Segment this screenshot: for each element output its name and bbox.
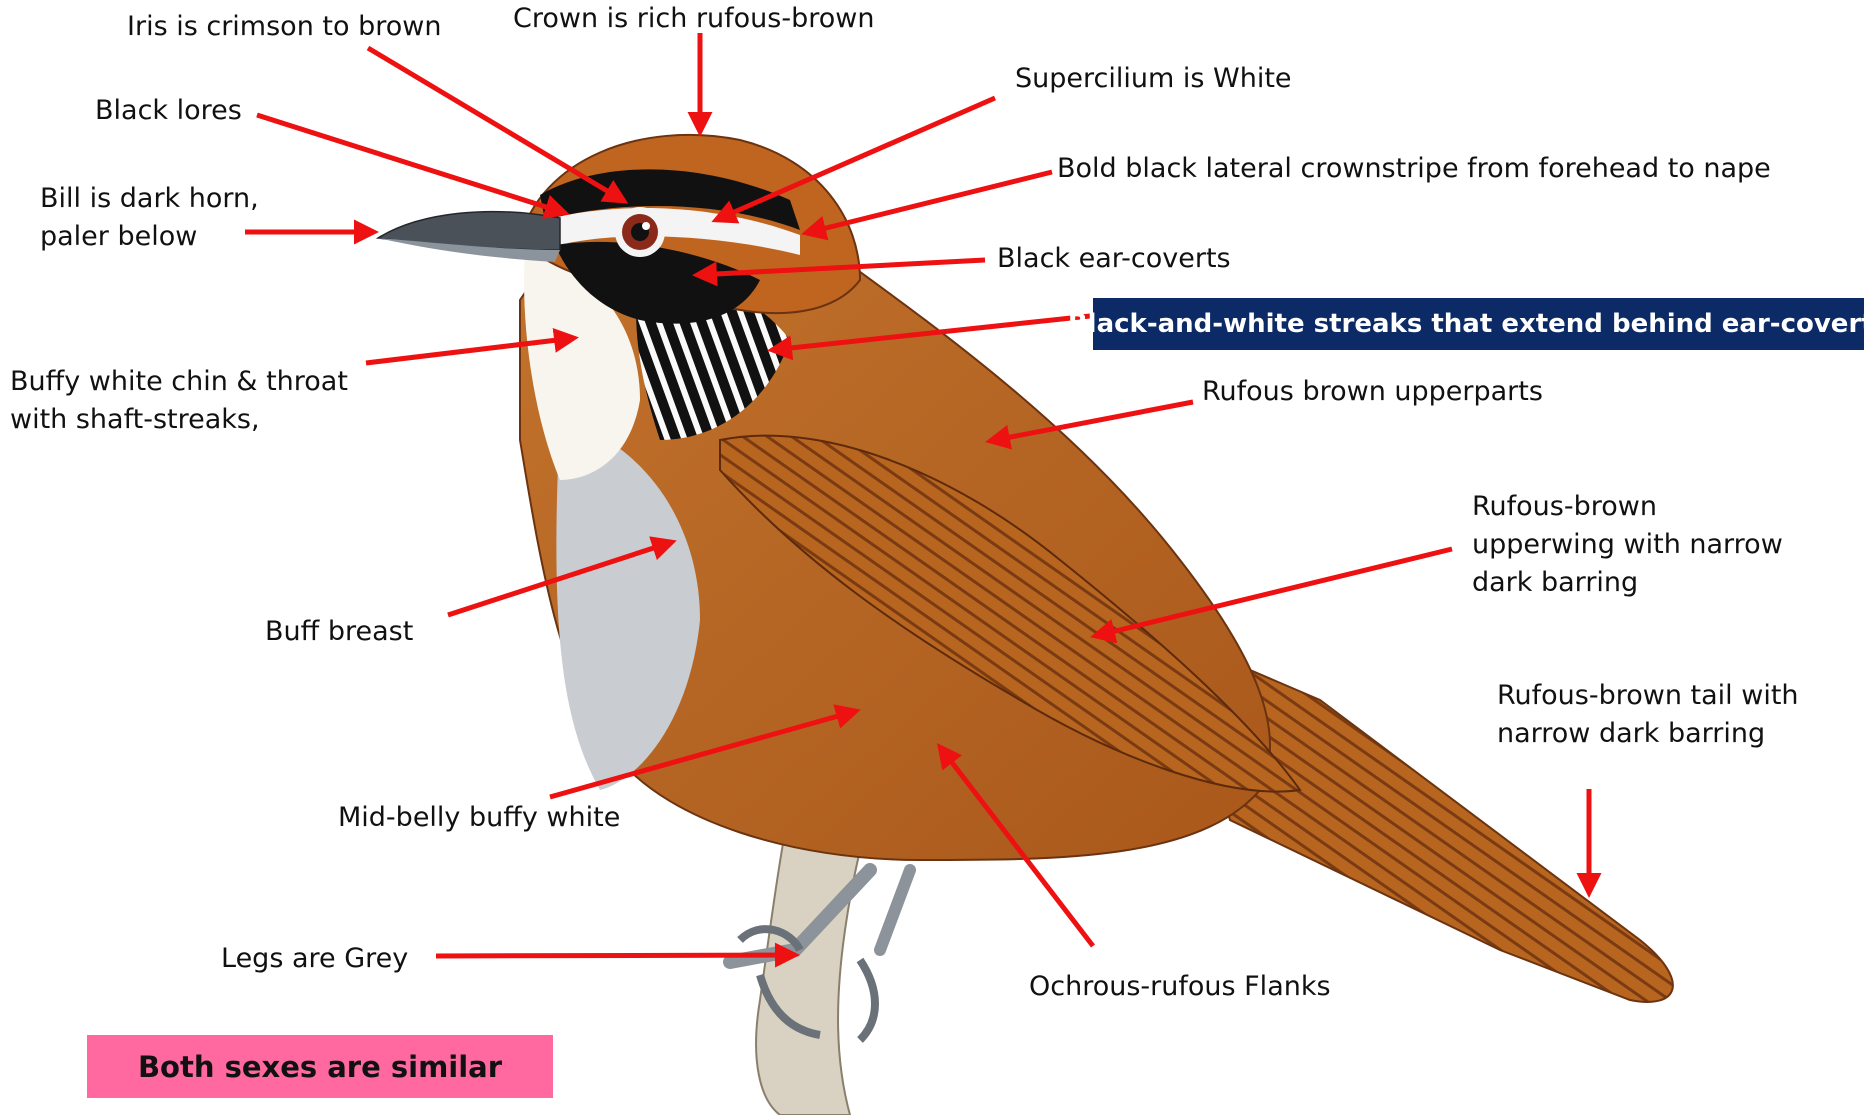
- label-bill-line-1: Bill is dark horn,: [40, 180, 259, 218]
- label-iris: Iris is crimson to brown: [127, 8, 441, 46]
- label-streaks: Black-and-white streaks that extend behi…: [1093, 298, 1864, 350]
- eye: [615, 207, 665, 257]
- label-upperwing: Rufous-brown upperwing with narrow dark …: [1472, 488, 1783, 602]
- label-breast: Buff breast: [265, 613, 413, 651]
- label-flanks: Ochrous-rufous Flanks: [1029, 968, 1331, 1006]
- label-upperparts: Rufous brown upperparts: [1202, 373, 1543, 411]
- label-chin-line-2: with shaft-streaks,: [10, 401, 348, 439]
- label-supercilium: Supercilium is White: [1015, 60, 1292, 98]
- label-upperwing-line-3: dark barring: [1472, 564, 1783, 602]
- label-tail-line-2: narrow dark barring: [1497, 715, 1799, 753]
- label-upperwing-line-1: Rufous-brown: [1472, 488, 1783, 526]
- label-upperwing-line-2: upperwing with narrow: [1472, 526, 1783, 564]
- label-ear-coverts: Black ear-coverts: [997, 240, 1231, 278]
- bill: [378, 212, 560, 250]
- label-sexes: Both sexes are similar: [87, 1035, 553, 1098]
- label-tail-line-1: Rufous-brown tail with: [1497, 677, 1799, 715]
- label-belly: Mid-belly buffy white: [338, 799, 620, 837]
- label-tail: Rufous-brown tail with narrow dark barri…: [1497, 677, 1799, 753]
- label-legs: Legs are Grey: [221, 940, 408, 978]
- label-chin-line-1: Buffy white chin & throat: [10, 363, 348, 401]
- label-lores: Black lores: [95, 92, 242, 130]
- label-crown: Crown is rich rufous-brown: [513, 0, 874, 38]
- label-bill-line-2: paler below: [40, 218, 259, 256]
- label-chin-throat: Buffy white chin & throat with shaft-str…: [10, 363, 348, 439]
- label-crownstripe: Bold black lateral crownstripe from fore…: [1057, 150, 1771, 188]
- label-bill: Bill is dark horn, paler below: [40, 180, 259, 256]
